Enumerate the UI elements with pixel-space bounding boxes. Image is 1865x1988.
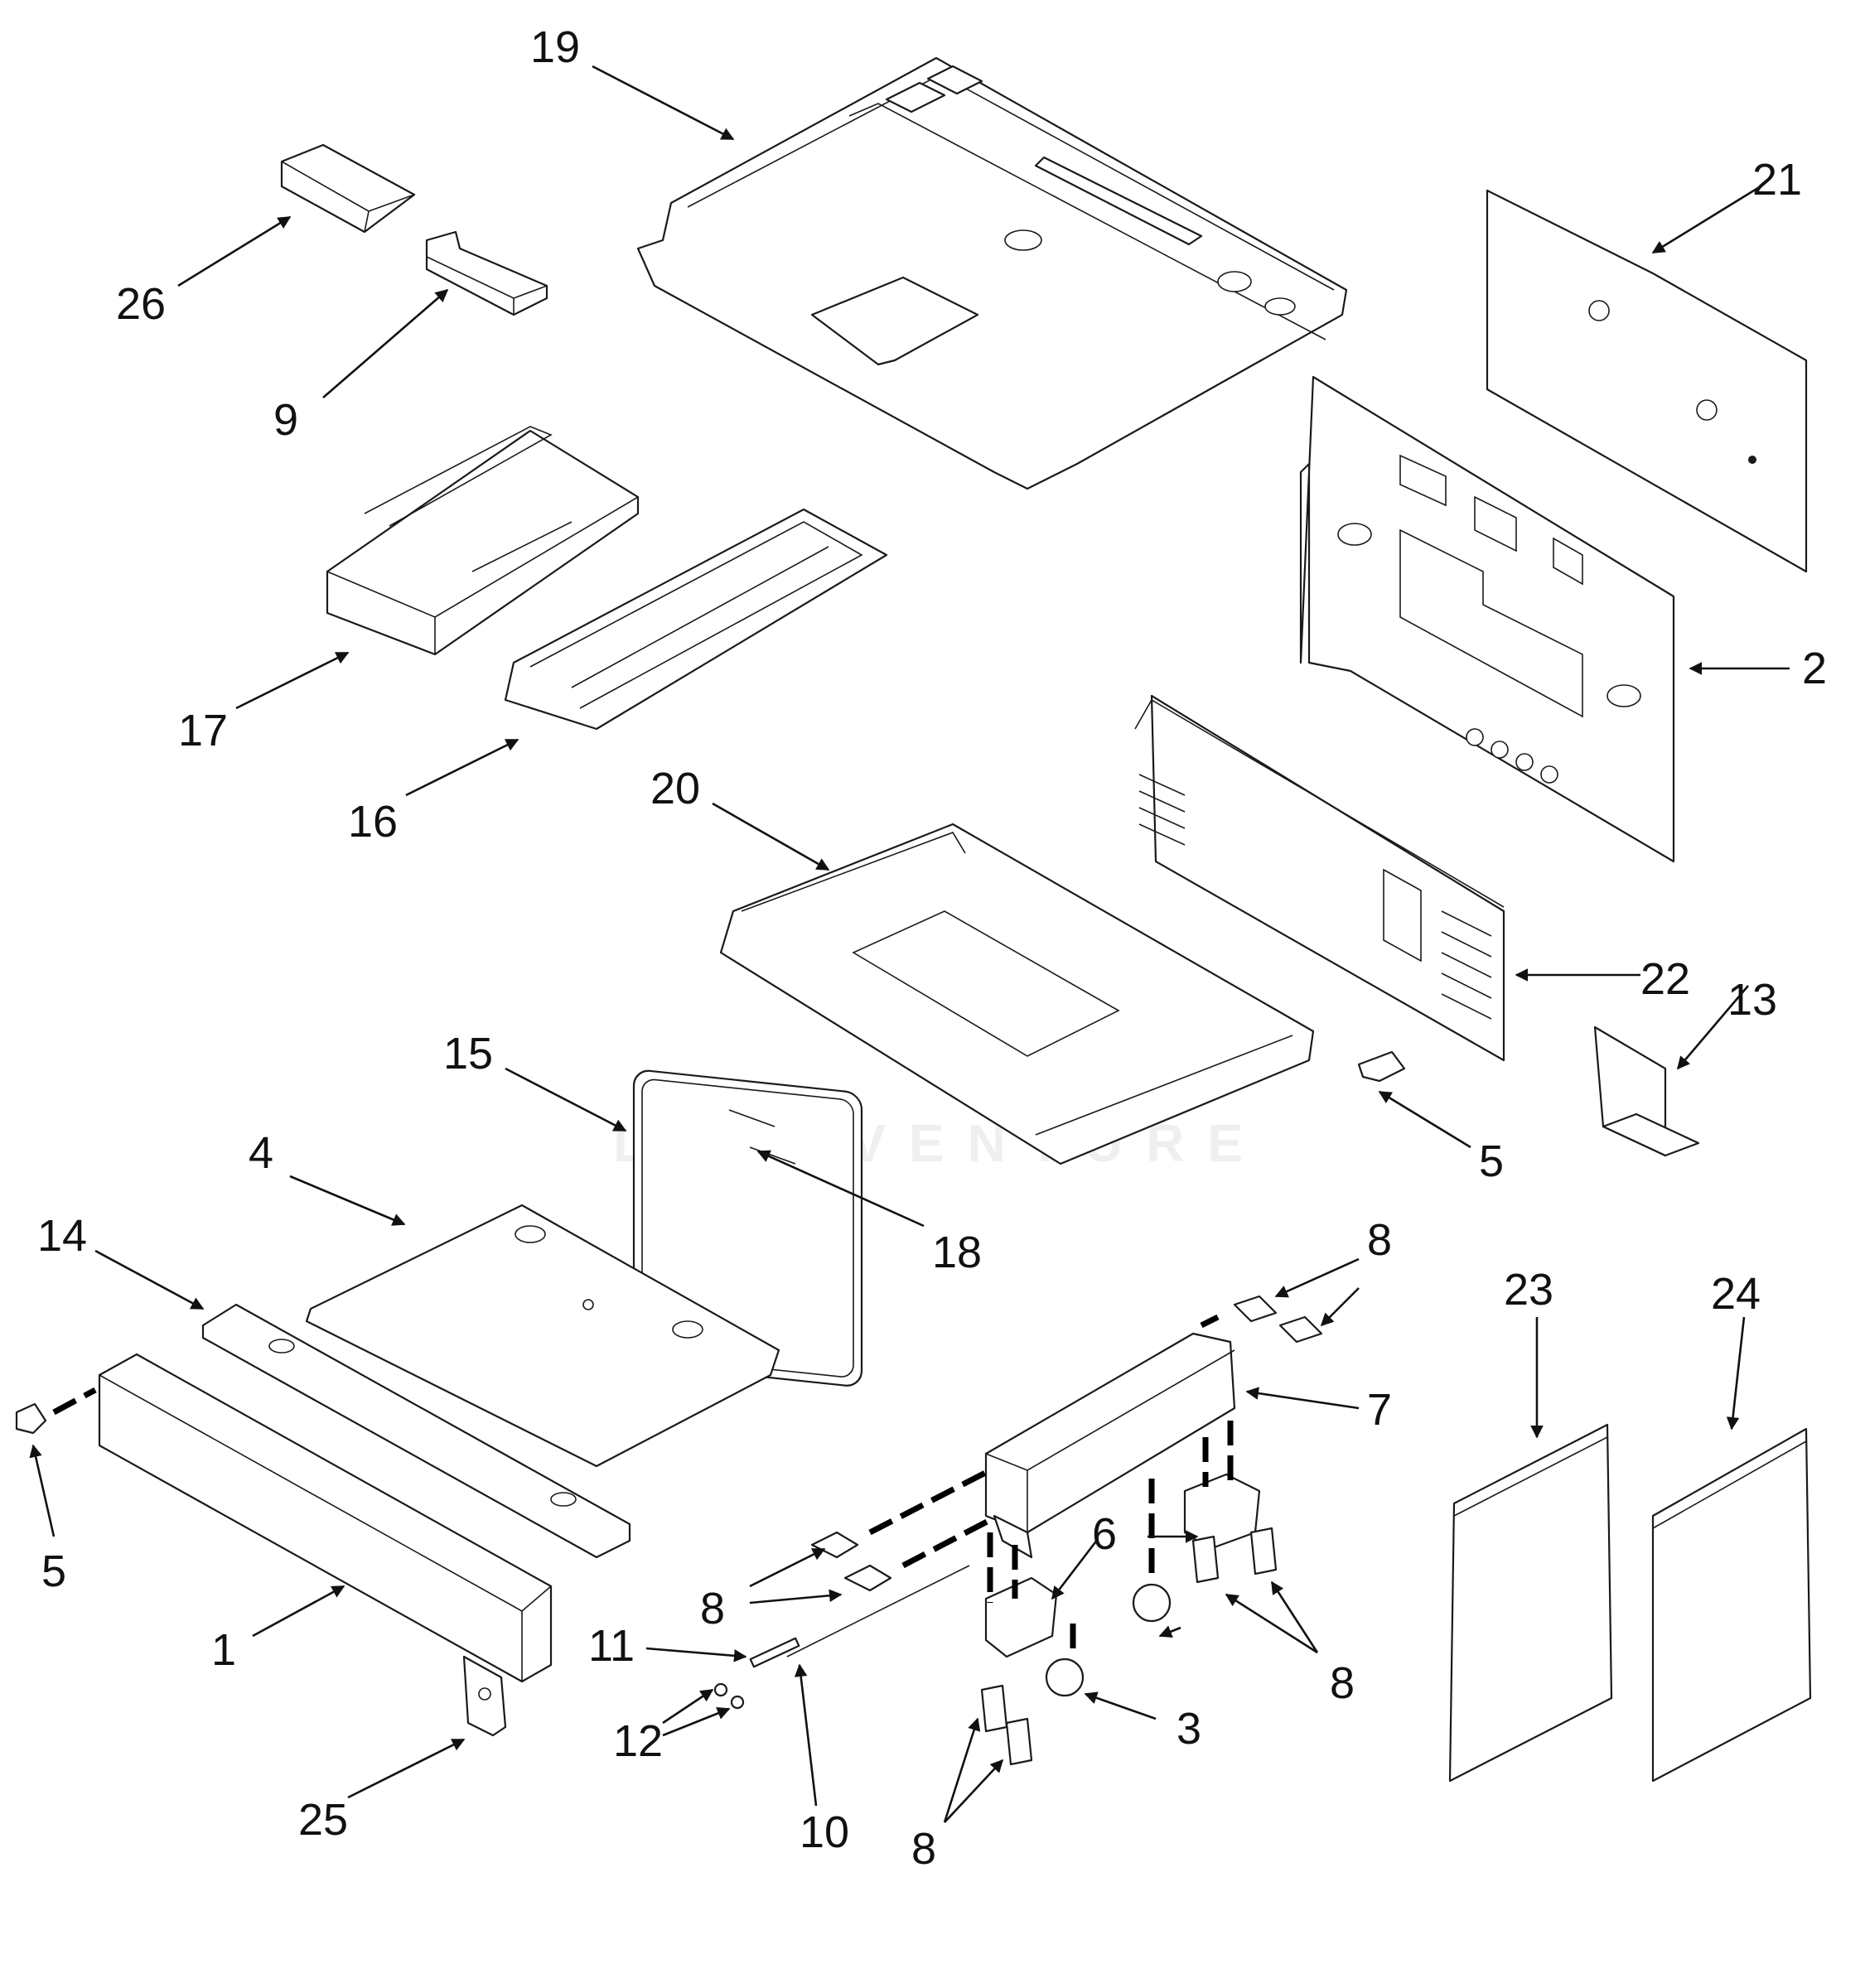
callout-5-left: 5 — [41, 1546, 66, 1596]
callout-5-right: 5 — [1479, 1136, 1504, 1186]
leader-arrows — [29, 65, 1790, 1823]
part-23-side-panel — [1448, 1423, 1613, 1783]
callout-16: 16 — [348, 797, 398, 847]
part-12-nuts — [713, 1682, 745, 1710]
callout-10: 10 — [800, 1807, 849, 1857]
callout-26: 26 — [116, 279, 166, 329]
part-25-hinge — [462, 1655, 507, 1737]
part-2-back-panel — [1299, 375, 1675, 863]
callout-22: 22 — [1640, 954, 1690, 1004]
part-21-rear-panel — [1486, 189, 1808, 573]
part-11-rod — [749, 1637, 800, 1668]
callout-20: 20 — [650, 764, 700, 813]
callout-8-mid: 8 — [700, 1584, 725, 1633]
callout-17: 17 — [178, 706, 228, 755]
part-18-clips — [728, 1109, 796, 1165]
callout-13: 13 — [1727, 975, 1777, 1025]
callout-24: 24 — [1711, 1269, 1761, 1319]
callout-11: 11 — [588, 1621, 635, 1671]
callout-23: 23 — [1504, 1265, 1553, 1315]
part-14-front-rail — [201, 1303, 631, 1559]
callout-15: 15 — [443, 1029, 493, 1078]
callout-19: 19 — [530, 22, 580, 72]
part-20-middle-shelf — [719, 823, 1315, 1165]
callout-7: 7 — [1367, 1385, 1392, 1435]
callout-9: 9 — [273, 395, 298, 445]
assembly-axes — [52, 1314, 1234, 1657]
callout-21: 21 — [1752, 155, 1802, 205]
part-5-screws — [15, 1050, 1406, 1435]
callout-6: 6 — [1092, 1509, 1117, 1559]
callout-8-bottom: 8 — [911, 1824, 936, 1874]
part-19-top-panel — [636, 56, 1348, 490]
part-22-side-panel — [1134, 694, 1505, 1062]
part-3-leveler — [1045, 1583, 1172, 1697]
part-26-bracket — [280, 143, 416, 234]
callout-12: 12 — [613, 1716, 663, 1766]
part-9-small-bracket — [425, 230, 548, 316]
callout-2: 2 — [1802, 644, 1827, 693]
part-10-rod — [786, 1565, 970, 1657]
callout-1: 1 — [211, 1625, 236, 1675]
part-24-side-panel — [1651, 1427, 1812, 1783]
callout-4: 4 — [249, 1128, 273, 1178]
part-4-bottom-plate — [305, 1204, 780, 1468]
part-16-channel — [504, 508, 888, 731]
callout-labels: 19 26 9 21 17 16 2 20 22 13 15 5 4 18 14… — [37, 22, 1827, 1874]
part-1-front-trim — [98, 1353, 553, 1683]
callout-3: 3 — [1176, 1704, 1201, 1754]
part-13-bracket — [1593, 1025, 1700, 1157]
part-8-screws — [810, 1295, 1323, 1766]
callout-18: 18 — [932, 1228, 982, 1277]
part-7-base-assembly — [984, 1332, 1236, 1559]
callout-14: 14 — [37, 1211, 87, 1261]
callout-8-top: 8 — [1367, 1215, 1392, 1265]
callout-8-right: 8 — [1330, 1658, 1355, 1708]
callout-25: 25 — [298, 1795, 348, 1845]
part-17-tray — [326, 426, 640, 656]
